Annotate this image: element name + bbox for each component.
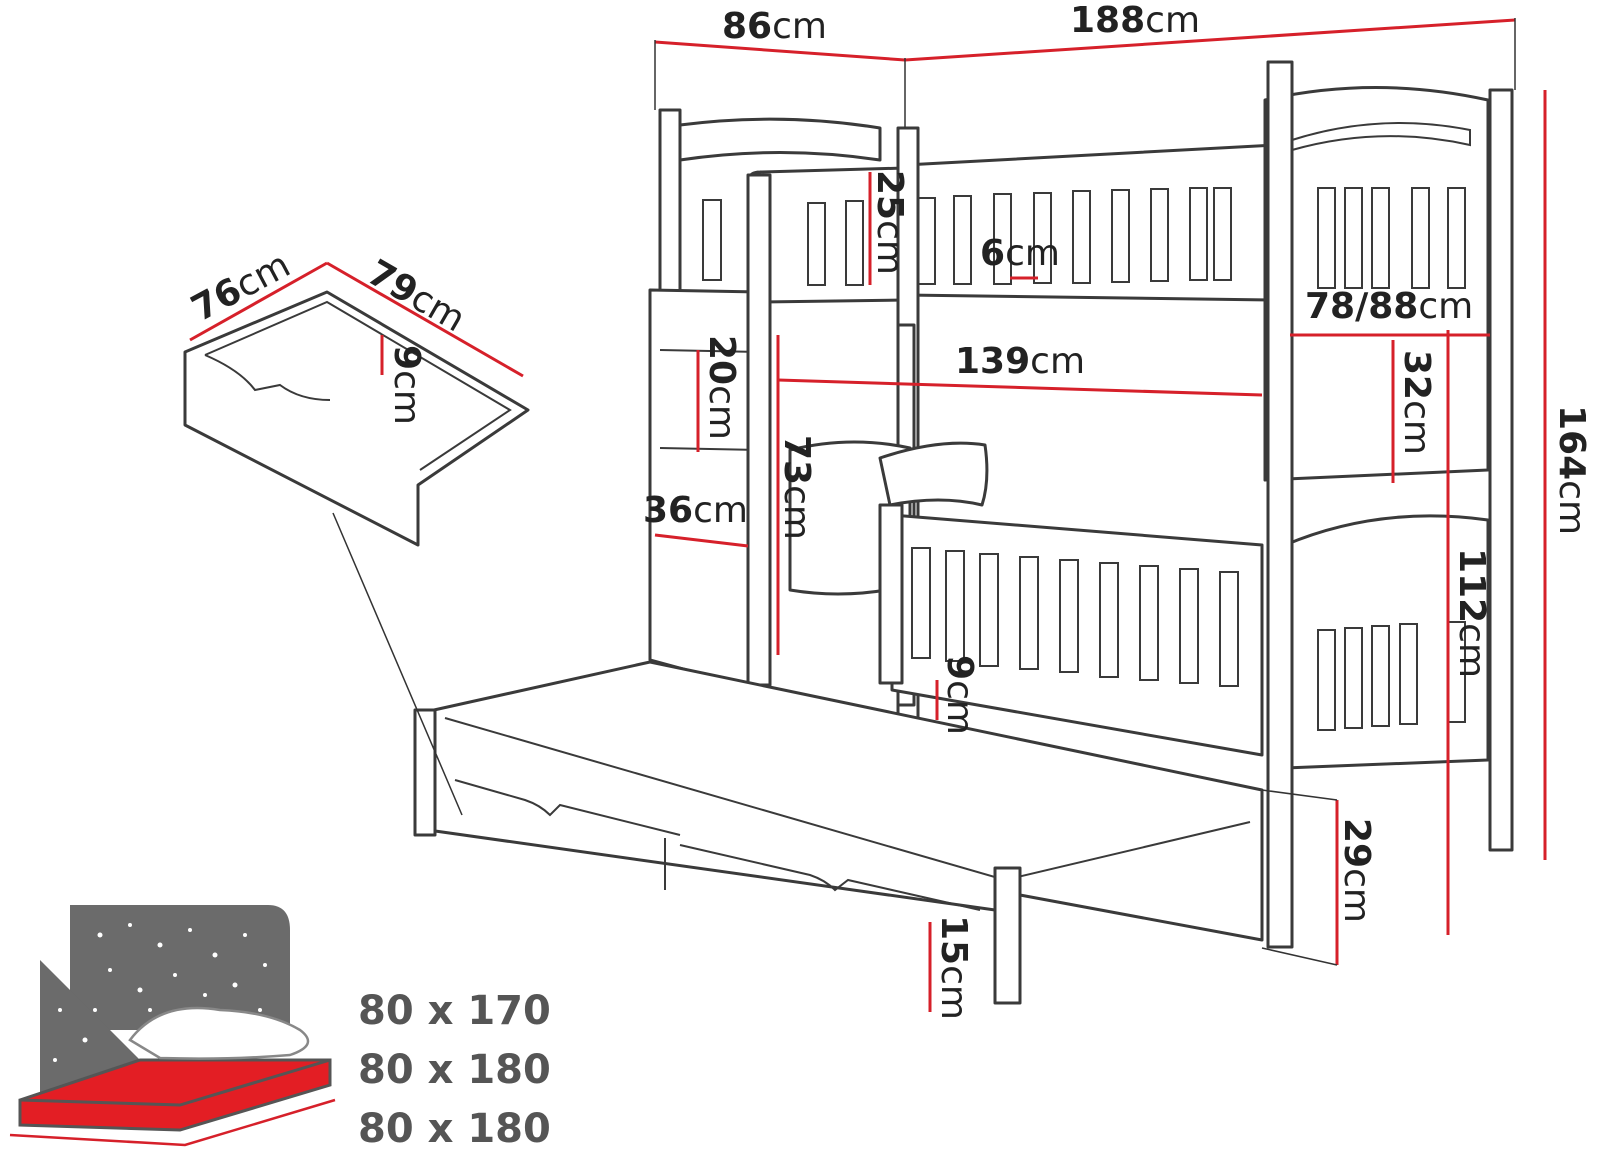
right-back-post [1488, 88, 1514, 852]
label-total-height: 164cm [1551, 405, 1592, 535]
left-headboard-arch [678, 117, 882, 162]
bunk-bed-frame [648, 60, 1514, 949]
dimension-labels: 86cm 188cm 25cm 6cm 78/88cm 20cm 139cm 7… [185, 0, 1592, 1020]
pillow [878, 441, 989, 507]
label-bed-width: 78/88cm [1305, 286, 1473, 327]
label-drawer-height: 9cm [386, 345, 427, 425]
drawer-leader-line [332, 512, 463, 816]
label-top-length: 188cm [1070, 0, 1200, 41]
label-inner-length: 139cm [955, 341, 1085, 382]
right-end-lower-slats [1317, 621, 1466, 731]
drawer-detail [183, 290, 530, 816]
top-guard-slats [807, 187, 1232, 286]
mattress-shape [18, 1058, 332, 1132]
mattress-icon [9, 905, 336, 1147]
label-low-guard: 32cm [1396, 350, 1437, 455]
mattress-size-3: 80 x 180 [358, 1106, 551, 1152]
night-sky-panel [70, 905, 290, 1030]
label-top-depth: 86cm [722, 6, 827, 47]
right-headboard-upper [1263, 86, 1490, 482]
label-ladder-step: 20cm [701, 335, 742, 440]
mattress-size-2: 80 x 180 [358, 1047, 551, 1093]
lower-guard-post [878, 503, 904, 685]
label-slat-gap: 6cm [980, 233, 1060, 274]
label-between-beds: 73cm [776, 435, 817, 540]
dimension-lines [189, 18, 1547, 1012]
ladder [648, 173, 772, 692]
trundle-corner-post [993, 866, 1022, 1005]
drawer-box [183, 290, 530, 547]
mattress-size-arrow [9, 1098, 336, 1147]
pillows-icon [128, 1006, 310, 1060]
label-trundle-height: 29cm [1336, 818, 1377, 923]
label-ladder-width: 36cm [643, 490, 748, 531]
mattress-size-list: 80 x 170 80 x 180 80 x 180 [358, 988, 551, 1152]
right-front-post [1266, 60, 1294, 949]
label-lower-guard: 9cm [939, 655, 980, 735]
trundle-bed [413, 660, 1264, 1005]
lower-guard-slats [911, 547, 1239, 687]
stars-icon [53, 923, 267, 1062]
mattress-size-1: 80 x 170 [358, 988, 551, 1034]
label-guard-height: 25cm [869, 170, 910, 275]
right-headboard-slats [1317, 187, 1466, 289]
label-trundle-side: 15cm [933, 915, 974, 1020]
label-lower-height: 112cm [1451, 548, 1492, 678]
